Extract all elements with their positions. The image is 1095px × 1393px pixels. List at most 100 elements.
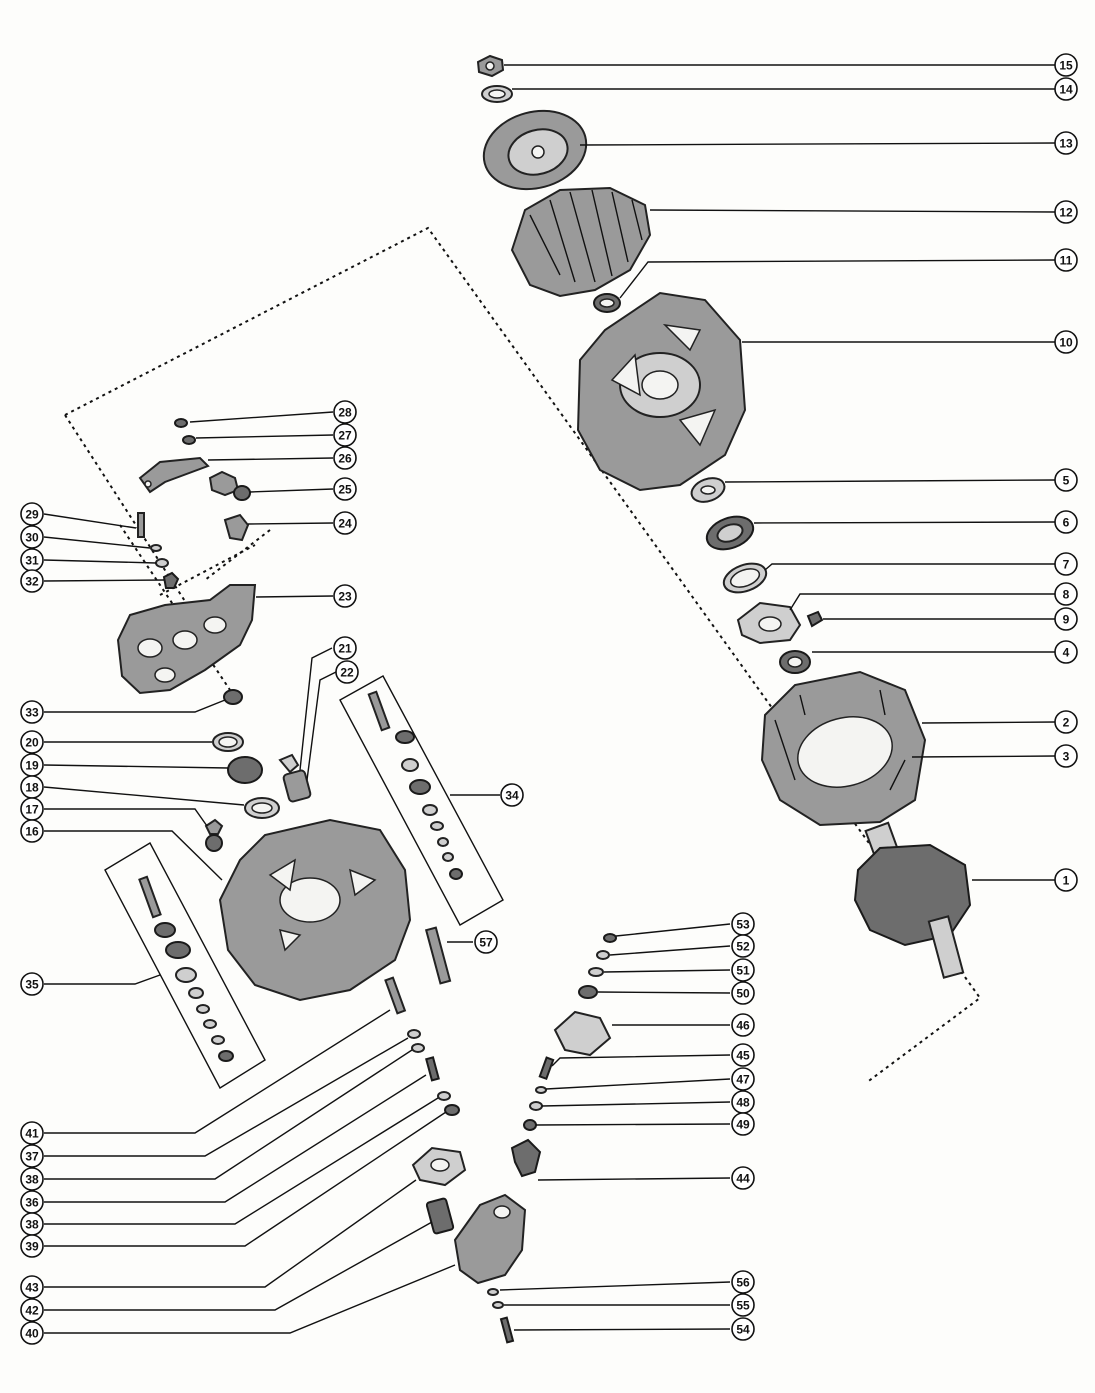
callout-circle	[1054, 77, 1078, 101]
callout-40: 40	[20, 1321, 44, 1345]
callout-number: 10	[1059, 336, 1073, 350]
callout-circle	[20, 1275, 44, 1299]
needle-bearing-bore	[787, 656, 803, 668]
callout-number: 53	[736, 918, 750, 932]
callout-57: 57	[474, 930, 498, 954]
washer-38b-part	[437, 1091, 451, 1101]
rectifier-hole-1	[137, 638, 163, 658]
callout-number: 4	[1063, 646, 1070, 660]
callout-45: 45	[731, 1043, 755, 1067]
callout-number: 26	[338, 452, 352, 466]
callout-14: 14	[1054, 77, 1078, 101]
kit-35-box	[104, 842, 266, 1089]
callout-number: 11	[1060, 254, 1073, 268]
callout-number: 22	[340, 666, 354, 680]
housing-window-3	[662, 323, 702, 352]
callout-number: 15	[1059, 59, 1073, 73]
cover-46-part	[553, 1010, 612, 1057]
callout-number: 32	[25, 575, 39, 589]
regulator-40-part	[453, 1193, 527, 1285]
terminal-17-part	[204, 818, 224, 835]
callout-circle	[20, 1167, 44, 1191]
retainer-hole	[700, 485, 716, 495]
nut-39-part	[444, 1104, 460, 1116]
callout-number: 56	[736, 1276, 750, 1290]
callout-25: 25	[333, 477, 357, 501]
callout-number: 33	[25, 706, 39, 720]
kit35-washer-3	[175, 967, 197, 983]
callout-number: 1	[1063, 874, 1070, 888]
insulator-25-part	[233, 485, 251, 501]
callout-number: 19	[25, 759, 39, 773]
callout-circle	[1054, 710, 1078, 734]
housing-window-2	[678, 408, 717, 447]
washer-52-part	[596, 950, 610, 960]
callout-28: 28	[333, 400, 357, 424]
callout-circle	[1054, 248, 1078, 272]
terminal-24-part	[223, 513, 250, 542]
callout-15: 15	[1054, 53, 1078, 77]
callout-23: 23	[333, 584, 357, 608]
callout-number: 27	[338, 429, 352, 443]
callout-circle	[20, 502, 44, 526]
callout-41: 41	[20, 1121, 44, 1145]
strap-part	[138, 456, 210, 494]
callout-circle	[20, 525, 44, 549]
callout-19: 19	[20, 753, 44, 777]
callout-circle	[731, 1293, 755, 1317]
insulator-50-part	[578, 985, 598, 999]
callout-circle	[1054, 744, 1078, 768]
callout-number: 35	[25, 978, 39, 992]
capacitor-part	[282, 769, 312, 803]
rotor-shaft-bottom	[927, 915, 965, 979]
callout-16: 16	[20, 819, 44, 843]
rectifier-hole-3	[203, 616, 227, 634]
kit35-washer-6	[203, 1019, 217, 1029]
callout-number: 17	[25, 803, 39, 817]
callout-number: 37	[25, 1150, 39, 1164]
callout-13: 13	[1054, 131, 1078, 155]
callout-circle	[333, 446, 357, 470]
callout-10: 10	[1054, 330, 1078, 354]
rectifier-hole-2	[172, 630, 198, 650]
callout-number: 12	[1059, 206, 1073, 220]
callout-number: 49	[736, 1118, 750, 1132]
callout-21: 21	[333, 636, 357, 660]
callout-number: 48	[736, 1096, 750, 1110]
callout-43: 43	[20, 1275, 44, 1299]
callout-circle	[1054, 200, 1078, 224]
callout-circle	[20, 1144, 44, 1168]
nut-28-part	[174, 418, 188, 428]
callout-51: 51	[731, 958, 755, 982]
callout-circle	[731, 981, 755, 1005]
fan-part	[510, 186, 652, 298]
plate-hole	[758, 616, 782, 632]
callout-circle	[731, 934, 755, 958]
kit-34-box	[339, 675, 504, 926]
through-bolt-part	[424, 926, 452, 985]
callout-22: 22	[335, 660, 359, 684]
washer-31-part	[155, 558, 169, 568]
kit35-nut	[218, 1050, 234, 1062]
callout-circle	[1054, 552, 1078, 576]
callout-47: 47	[731, 1067, 755, 1091]
callout-number: 16	[25, 825, 39, 839]
stator-windings	[774, 689, 906, 791]
callout-circle	[474, 930, 498, 954]
kit35-washer-7	[211, 1035, 225, 1045]
nut-53-part	[603, 933, 617, 943]
washer-hole	[488, 89, 506, 99]
seal-20-hole	[218, 736, 238, 748]
callout-52: 52	[731, 934, 755, 958]
callout-39: 39	[20, 1234, 44, 1258]
callout-number: 42	[25, 1304, 39, 1318]
callout-38: 38	[20, 1167, 44, 1191]
nut-49-part	[523, 1119, 537, 1131]
bearing-race	[716, 523, 744, 543]
washer-30-part	[150, 544, 162, 552]
callout-6: 6	[1054, 510, 1078, 534]
kit34-nut	[449, 868, 463, 880]
callout-number: 14	[1059, 83, 1073, 97]
